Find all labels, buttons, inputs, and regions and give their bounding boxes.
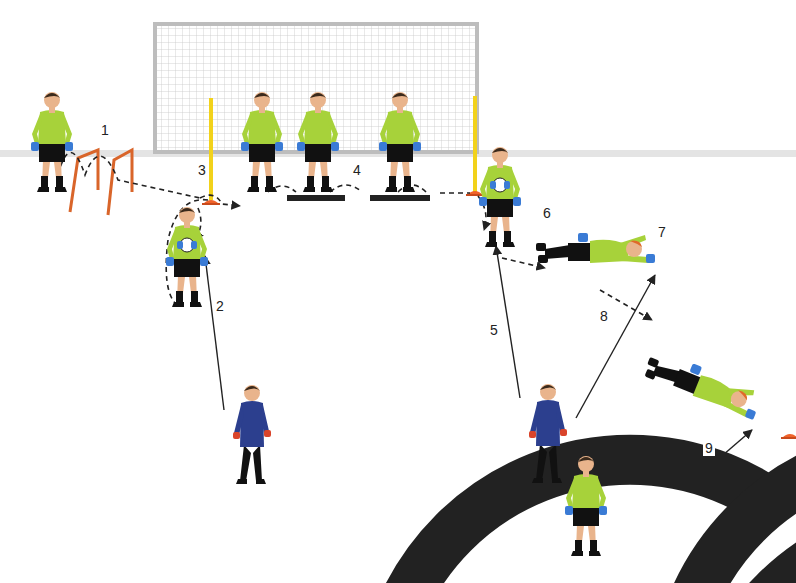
callout-number: 2 xyxy=(214,298,226,314)
platforms xyxy=(287,195,345,201)
platforms xyxy=(370,195,430,201)
poles xyxy=(202,200,220,205)
players xyxy=(233,385,271,484)
callout-number: 3 xyxy=(196,162,208,178)
poles xyxy=(473,96,477,192)
players xyxy=(565,456,607,556)
players xyxy=(781,434,796,439)
callout-number: 5 xyxy=(488,322,500,338)
callout-number: 1 xyxy=(99,122,111,138)
callout-number: 7 xyxy=(656,224,668,240)
dashed-paths xyxy=(440,192,470,194)
players xyxy=(297,92,339,192)
players xyxy=(379,92,421,192)
callout-number: 9 xyxy=(703,440,715,456)
players xyxy=(166,207,208,307)
platforms xyxy=(287,195,430,201)
callout-number: 4 xyxy=(351,162,363,178)
players xyxy=(479,147,521,247)
pass-arrows xyxy=(205,256,224,410)
poles xyxy=(209,98,213,200)
dashed-paths xyxy=(268,185,426,192)
players xyxy=(31,92,796,583)
players xyxy=(643,348,765,420)
callout-number: 8 xyxy=(598,308,610,324)
dashed-paths xyxy=(58,153,652,321)
players xyxy=(241,92,283,192)
players xyxy=(31,92,73,192)
players xyxy=(701,520,796,583)
players xyxy=(536,233,655,263)
dashed-paths xyxy=(58,153,200,199)
callout-number: 6 xyxy=(541,205,553,221)
pass-arrows xyxy=(576,275,655,418)
players xyxy=(529,384,567,483)
